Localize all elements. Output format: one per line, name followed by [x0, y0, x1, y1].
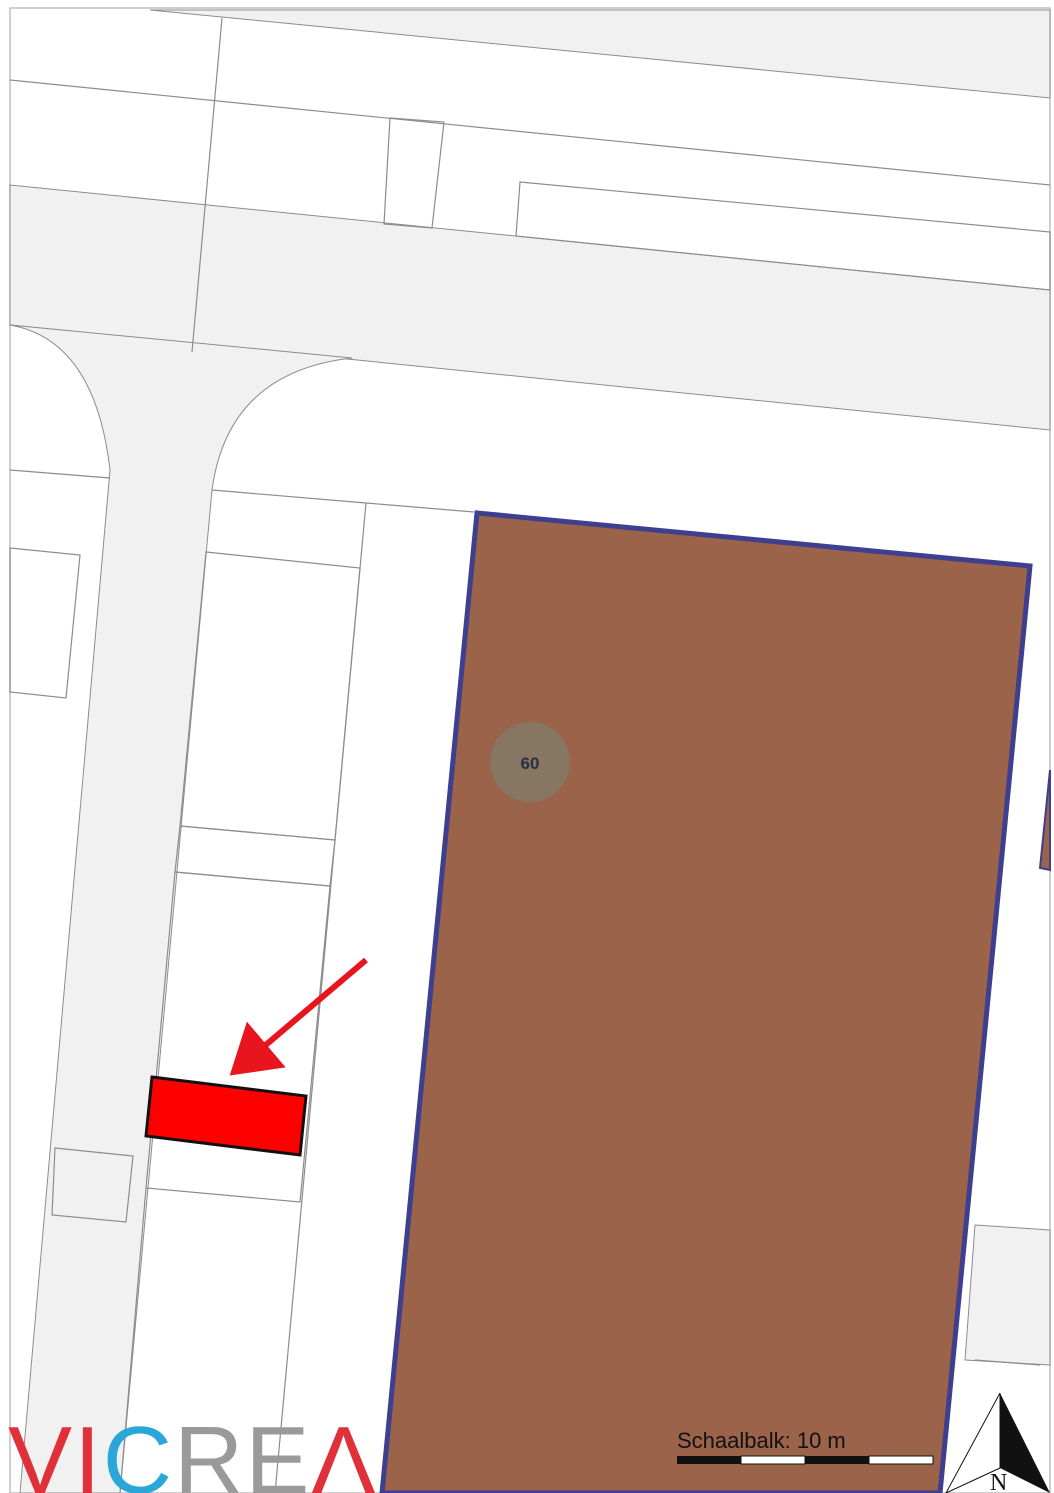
parcel-number-marker[interactable]: 60 — [490, 722, 570, 802]
parcel-marker-circle — [490, 722, 570, 802]
vicrea-logo: VICREΛ — [8, 1407, 378, 1493]
logo-part-vi: VI — [8, 1407, 103, 1493]
north-letter: N — [990, 1470, 1007, 1493]
scale-bar-label: Schaalbalk: 10 m — [677, 1428, 846, 1453]
north-arrow-icon: N — [945, 1392, 1050, 1493]
building-parcel-60[interactable] — [379, 510, 1033, 1493]
scale-bar: Schaalbalk: 10 m — [677, 1428, 934, 1465]
svg-text:VICREΛ: VICREΛ — [8, 1407, 378, 1493]
highlighted-object[interactable] — [144, 1075, 308, 1157]
neighbour-building — [1038, 769, 1051, 872]
logo-part-re: RE — [174, 1407, 311, 1493]
logo-part-c: C — [103, 1407, 174, 1493]
pointer-arrow — [229, 957, 368, 1076]
parcel-number-label: 60 — [521, 754, 540, 773]
road-areas — [9, 9, 1051, 1493]
logo-part-a: Λ — [311, 1407, 377, 1493]
